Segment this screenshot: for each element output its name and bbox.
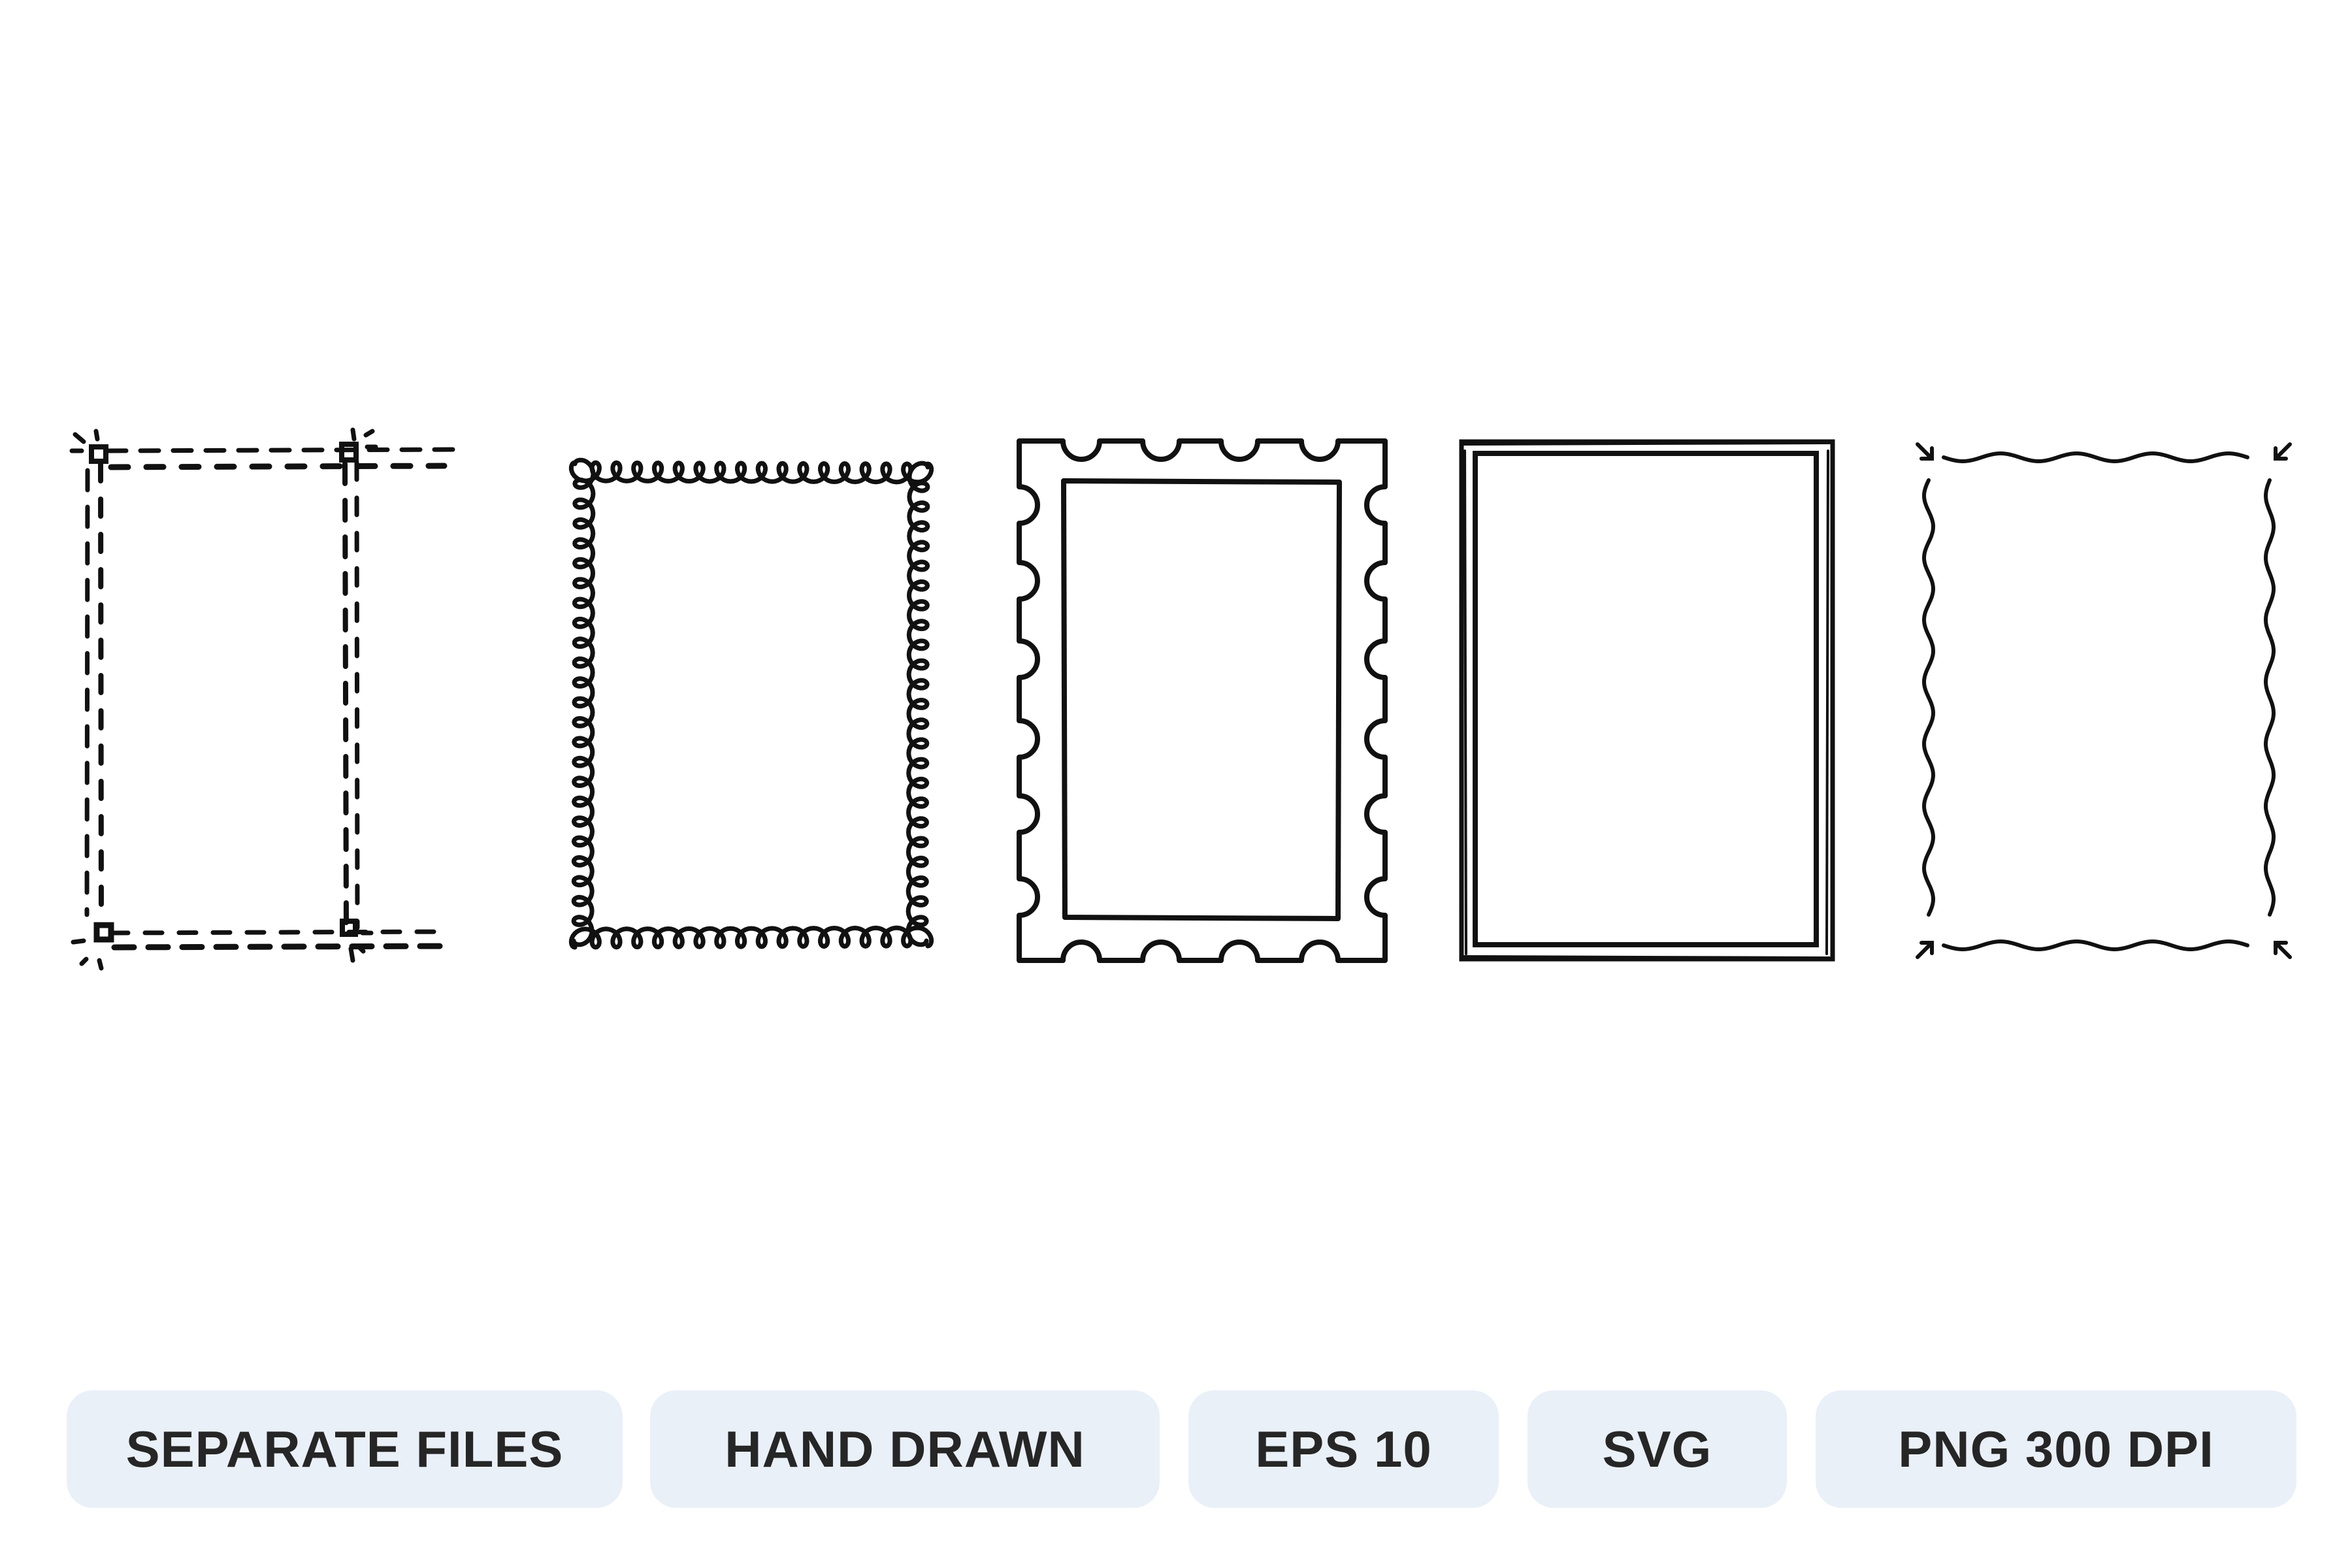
loop-edge-right xyxy=(906,461,930,947)
stamp-inner-rect xyxy=(1061,478,1342,921)
badge-hand-drawn: HAND DRAWN xyxy=(650,1390,1160,1508)
loop-edge-bottom xyxy=(568,925,934,950)
corner-arrow-icon xyxy=(2274,941,2292,959)
badge-svg: SVG xyxy=(1527,1390,1787,1508)
frame-loop-scribble xyxy=(568,457,934,950)
badge-eps-10: EPS 10 xyxy=(1188,1390,1499,1508)
loop-edge-left xyxy=(571,457,596,947)
frame-dashed-stitch xyxy=(69,427,460,971)
corner-arrow-icon xyxy=(2274,442,2292,461)
frame-double-sketch-line xyxy=(1459,439,1835,962)
wavy-edge-right xyxy=(2263,478,2276,917)
badge-png-300-dpi: PNG 300 DPI xyxy=(1816,1390,2296,1508)
stamp-outline xyxy=(1017,438,1388,963)
frame-postage-stamp xyxy=(1017,438,1388,963)
loop-edge-top xyxy=(568,460,934,485)
frame-wavy-arrows xyxy=(1916,442,2292,959)
wavy-edge-bottom xyxy=(1942,939,2249,951)
wavy-edge-left xyxy=(1921,478,1936,917)
corner-arrow-icon xyxy=(1916,941,1934,959)
wavy-edge-top xyxy=(1942,451,2249,463)
corner-arrow-icon xyxy=(1916,442,1934,461)
badge-separate-files: SEPARATE FILES xyxy=(67,1390,623,1508)
